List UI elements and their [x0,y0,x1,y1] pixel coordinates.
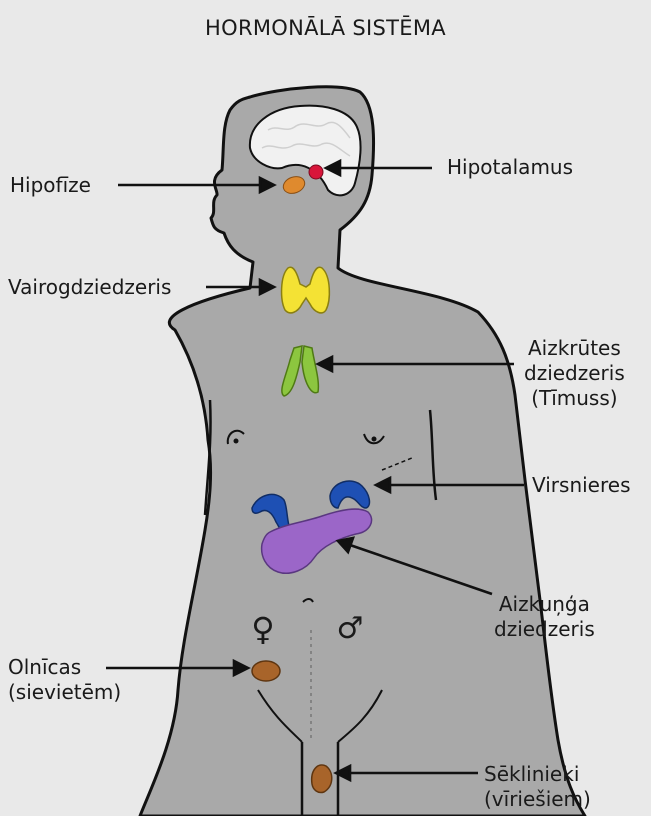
hypothalamus-gland [309,165,323,179]
body-silhouette [140,87,585,816]
label-pancreas-line2: dziedzeris [494,617,595,642]
label-thymus-line2: dziedzeris [524,361,625,386]
label-thymus: Aizkrūtes dziedzeris (Tīmuss) [524,336,625,411]
label-thyroid: Vairogdziedzeris [8,275,171,300]
female-symbol: ♀ [251,610,274,648]
label-ovaries: Olnīcas (sievietēm) [8,655,121,705]
label-thymus-line1: Aizkrūtes [524,336,625,361]
label-testes: Sēklinieki (vīriešiem) [484,762,591,812]
left-nipple [234,439,239,444]
male-symbol: ♂ [337,611,364,646]
label-testes-line2: (vīriešiem) [484,787,591,812]
right-nipple [372,437,377,442]
label-adrenals: Virsnieres [532,473,631,498]
label-pancreas-line1: Aizkuņģa [494,592,595,617]
label-ovaries-line1: Olnīcas [8,655,121,680]
label-thymus-line3: (Tīmuss) [524,386,625,411]
label-pancreas: Aizkuņģa dziedzeris [494,592,595,642]
label-ovaries-line2: (sievietēm) [8,680,121,705]
testis-gland [312,765,332,793]
ovary-gland [252,661,280,681]
label-hypothalamus: Hipotalamus [447,155,573,180]
label-testes-line1: Sēklinieki [484,762,591,787]
label-pituitary: Hipofīze [10,173,91,198]
